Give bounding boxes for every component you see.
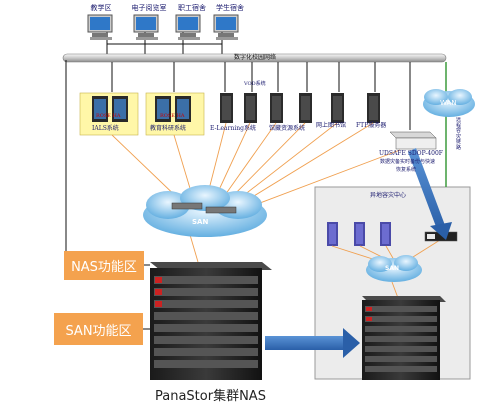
edu-servers (155, 96, 191, 122)
computer-icon (175, 14, 201, 40)
remote-nas-rack (362, 296, 446, 380)
vod-label: VOD系统 (244, 81, 266, 87)
ftp-label: FTP服务器 (356, 122, 387, 129)
computer-icon (213, 14, 239, 40)
san-zone-label: SAN功能区 (54, 313, 143, 345)
san-cloud-remote (366, 255, 422, 282)
san-label: SAN (192, 218, 209, 226)
wan-cloud (423, 89, 475, 117)
elearning-label: E-Learning系统 (210, 125, 256, 132)
server-towers (220, 93, 380, 123)
terminal-links (106, 28, 223, 54)
rose-ha-label: ROSE HA (96, 113, 121, 119)
replication-arrow (408, 148, 452, 240)
rose-ha-label: ROSE HA (160, 113, 185, 119)
san-cloud-main (143, 185, 267, 237)
panastor-rack (150, 262, 272, 380)
ials-servers (92, 96, 128, 122)
terminal-label: 职工宿舍 (178, 4, 206, 12)
remote-center-label: 异地容灾中心 (369, 192, 407, 199)
computer-icon (133, 14, 159, 40)
wan-label: WAN (440, 99, 457, 107)
remote-link-label: 远程容灾链路 (456, 117, 462, 151)
terminal-label: 学生宿舍 (216, 4, 244, 12)
computer-icons (87, 14, 239, 40)
computer-icon (87, 14, 113, 40)
san-label-remote: SAN (385, 265, 399, 272)
network-bus-label: 数字化校园网络 (233, 54, 277, 61)
terminal-label: 教学区 (90, 4, 112, 12)
network-bus (62, 53, 447, 63)
nas-zone-label: NAS功能区 (64, 251, 144, 280)
remote-servers (327, 222, 391, 246)
udsafe-device (389, 131, 437, 150)
ials-box (79, 92, 139, 136)
udsafe-desc-label: 数据灾备实时备份与快速 (380, 159, 436, 165)
panastor-caption: PanaStor集群NAS (155, 389, 266, 404)
online-lib-label: 网上图书馆 (316, 122, 347, 129)
terminal-label: 电子阅览室 (131, 4, 167, 12)
library-label: 馆藏资源系统 (269, 125, 306, 132)
udsafe-model-label: UDSAFE SDOP-400F (379, 150, 443, 157)
edu-label: 教育科研系统 (150, 125, 187, 132)
sync-arrow (265, 328, 360, 358)
udsafe-desc-label: 恢复系统 (396, 167, 417, 173)
ials-label: IALS系统 (92, 125, 119, 132)
